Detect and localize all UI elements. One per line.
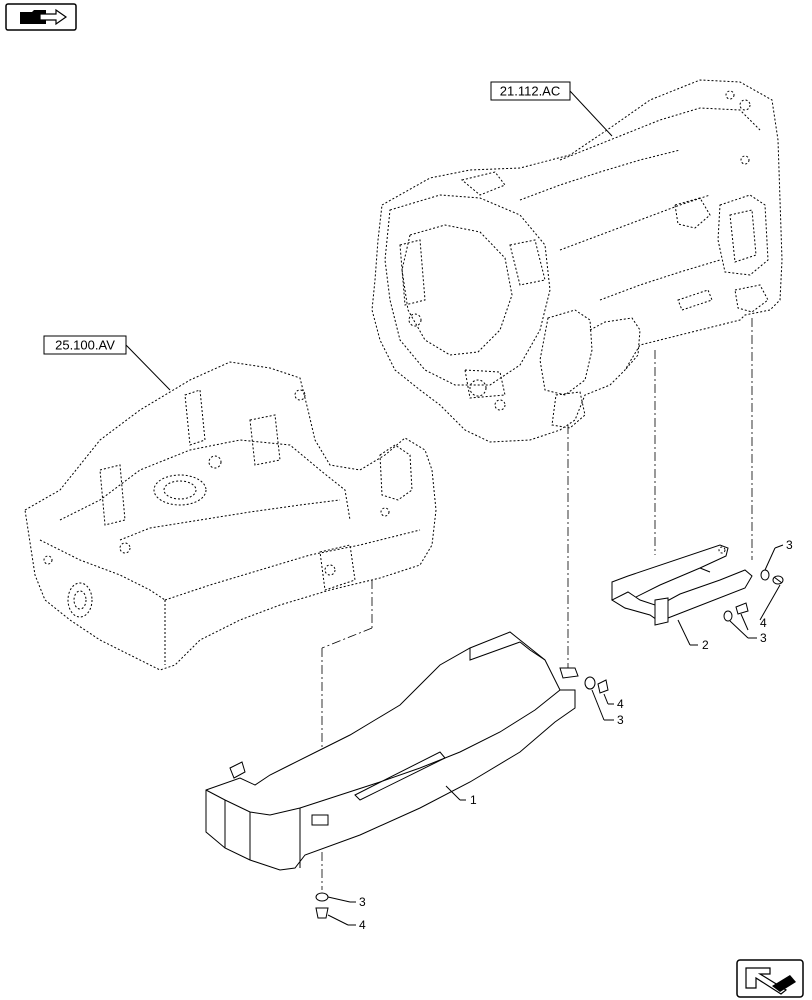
washer-right-top[interactable] [760, 569, 770, 581]
screw-mid[interactable] [597, 679, 609, 694]
callout-4-right: 4 [760, 616, 767, 630]
callout-3-right-bottom: 3 [760, 631, 767, 645]
callout-3-right-top: 3 [786, 538, 793, 552]
callout-2: 2 [702, 638, 709, 652]
callout-3-mid: 3 [617, 713, 624, 727]
callout-leaders [327, 544, 784, 926]
callout-1: 1 [470, 793, 477, 807]
ref-label-transmission[interactable]: 21.112.AC [490, 81, 571, 101]
ref-label-front-frame[interactable]: 25.100.AV [43, 335, 127, 355]
front-frame-support [24, 361, 437, 671]
transmission-housing [371, 79, 783, 443]
washer-bottom[interactable] [315, 892, 329, 902]
callout-3-bottom: 3 [359, 895, 366, 909]
washer-right-bottom[interactable] [723, 610, 733, 622]
screw-mid-right[interactable] [735, 602, 749, 615]
screw-bottom[interactable] [315, 907, 329, 919]
screw-right-top[interactable] [772, 575, 784, 585]
svg-text:25.100.AV: 25.100.AV [55, 338, 115, 353]
callout-4-bottom: 4 [359, 918, 366, 932]
heat-shield-small[interactable] [610, 544, 753, 626]
washer-mid[interactable] [584, 676, 596, 690]
callout-4-mid: 4 [617, 697, 624, 711]
leader-front-frame [125, 344, 171, 391]
leader-transmission [569, 90, 613, 137]
heat-shield-large[interactable] [205, 631, 579, 871]
svg-text:21.112.AC: 21.112.AC [500, 84, 560, 99]
next-page-arrow-icon[interactable] [736, 959, 804, 998]
folder-arrow-icon[interactable] [5, 3, 77, 31]
